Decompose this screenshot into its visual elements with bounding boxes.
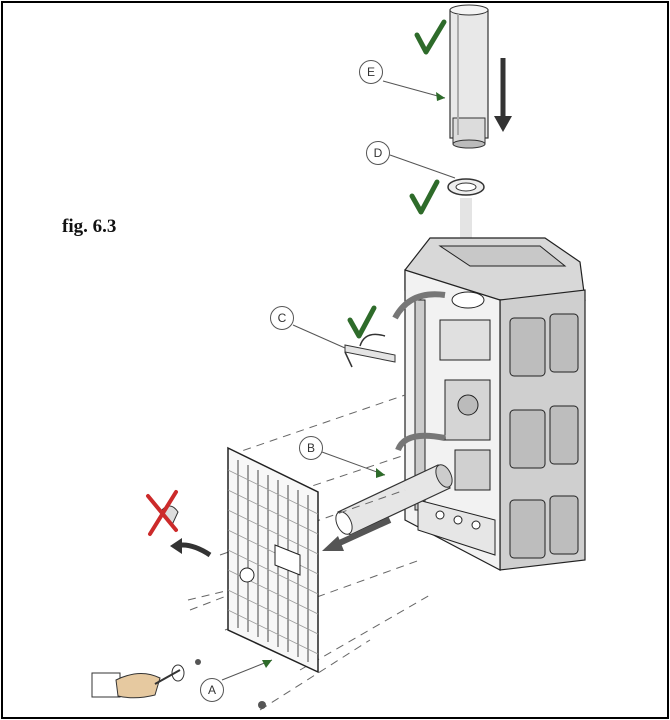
screw-icon [195,659,266,709]
callout-c: C [270,306,294,330]
callout-b: B [299,436,323,460]
callout-e: E [359,60,383,84]
check-icon [409,179,440,215]
arrow-icon [395,432,446,452]
stove-body [404,237,586,571]
gasket-ring-d [447,178,485,196]
callout-d: D [366,141,390,165]
check-icon [347,305,377,339]
pipe-b [335,464,453,536]
cross-icon [146,490,178,536]
callout-a: A [200,678,224,702]
flue-pipe-e [449,4,489,149]
check-icon [414,19,447,55]
arrow-icon [494,58,512,132]
screwdriver-hand-icon [91,664,185,699]
arrow-icon [392,291,446,320]
bracket-c [344,333,396,368]
front-grille-panel-a [227,446,319,674]
figure-label: fig. 6.3 [62,216,117,237]
arrow-icon [322,517,392,551]
